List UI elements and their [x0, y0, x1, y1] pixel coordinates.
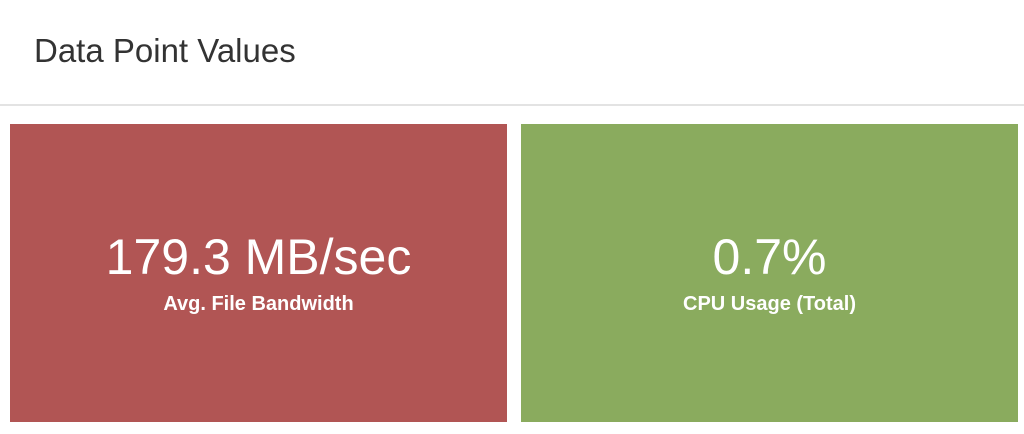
metric-tile-cpu-usage[interactable]: 0.7% CPU Usage (Total)	[521, 124, 1018, 422]
panel-title: Data Point Values	[34, 32, 296, 69]
metric-label: CPU Usage (Total)	[683, 293, 856, 315]
metric-tile-file-bandwidth[interactable]: 179.3 MB/sec Avg. File Bandwidth	[10, 124, 507, 422]
metric-value: 0.7%	[712, 229, 827, 285]
metric-value: 179.3 MB/sec	[105, 229, 412, 285]
panel-header: Data Point Values	[0, 0, 1024, 106]
metric-label: Avg. File Bandwidth	[163, 293, 354, 315]
